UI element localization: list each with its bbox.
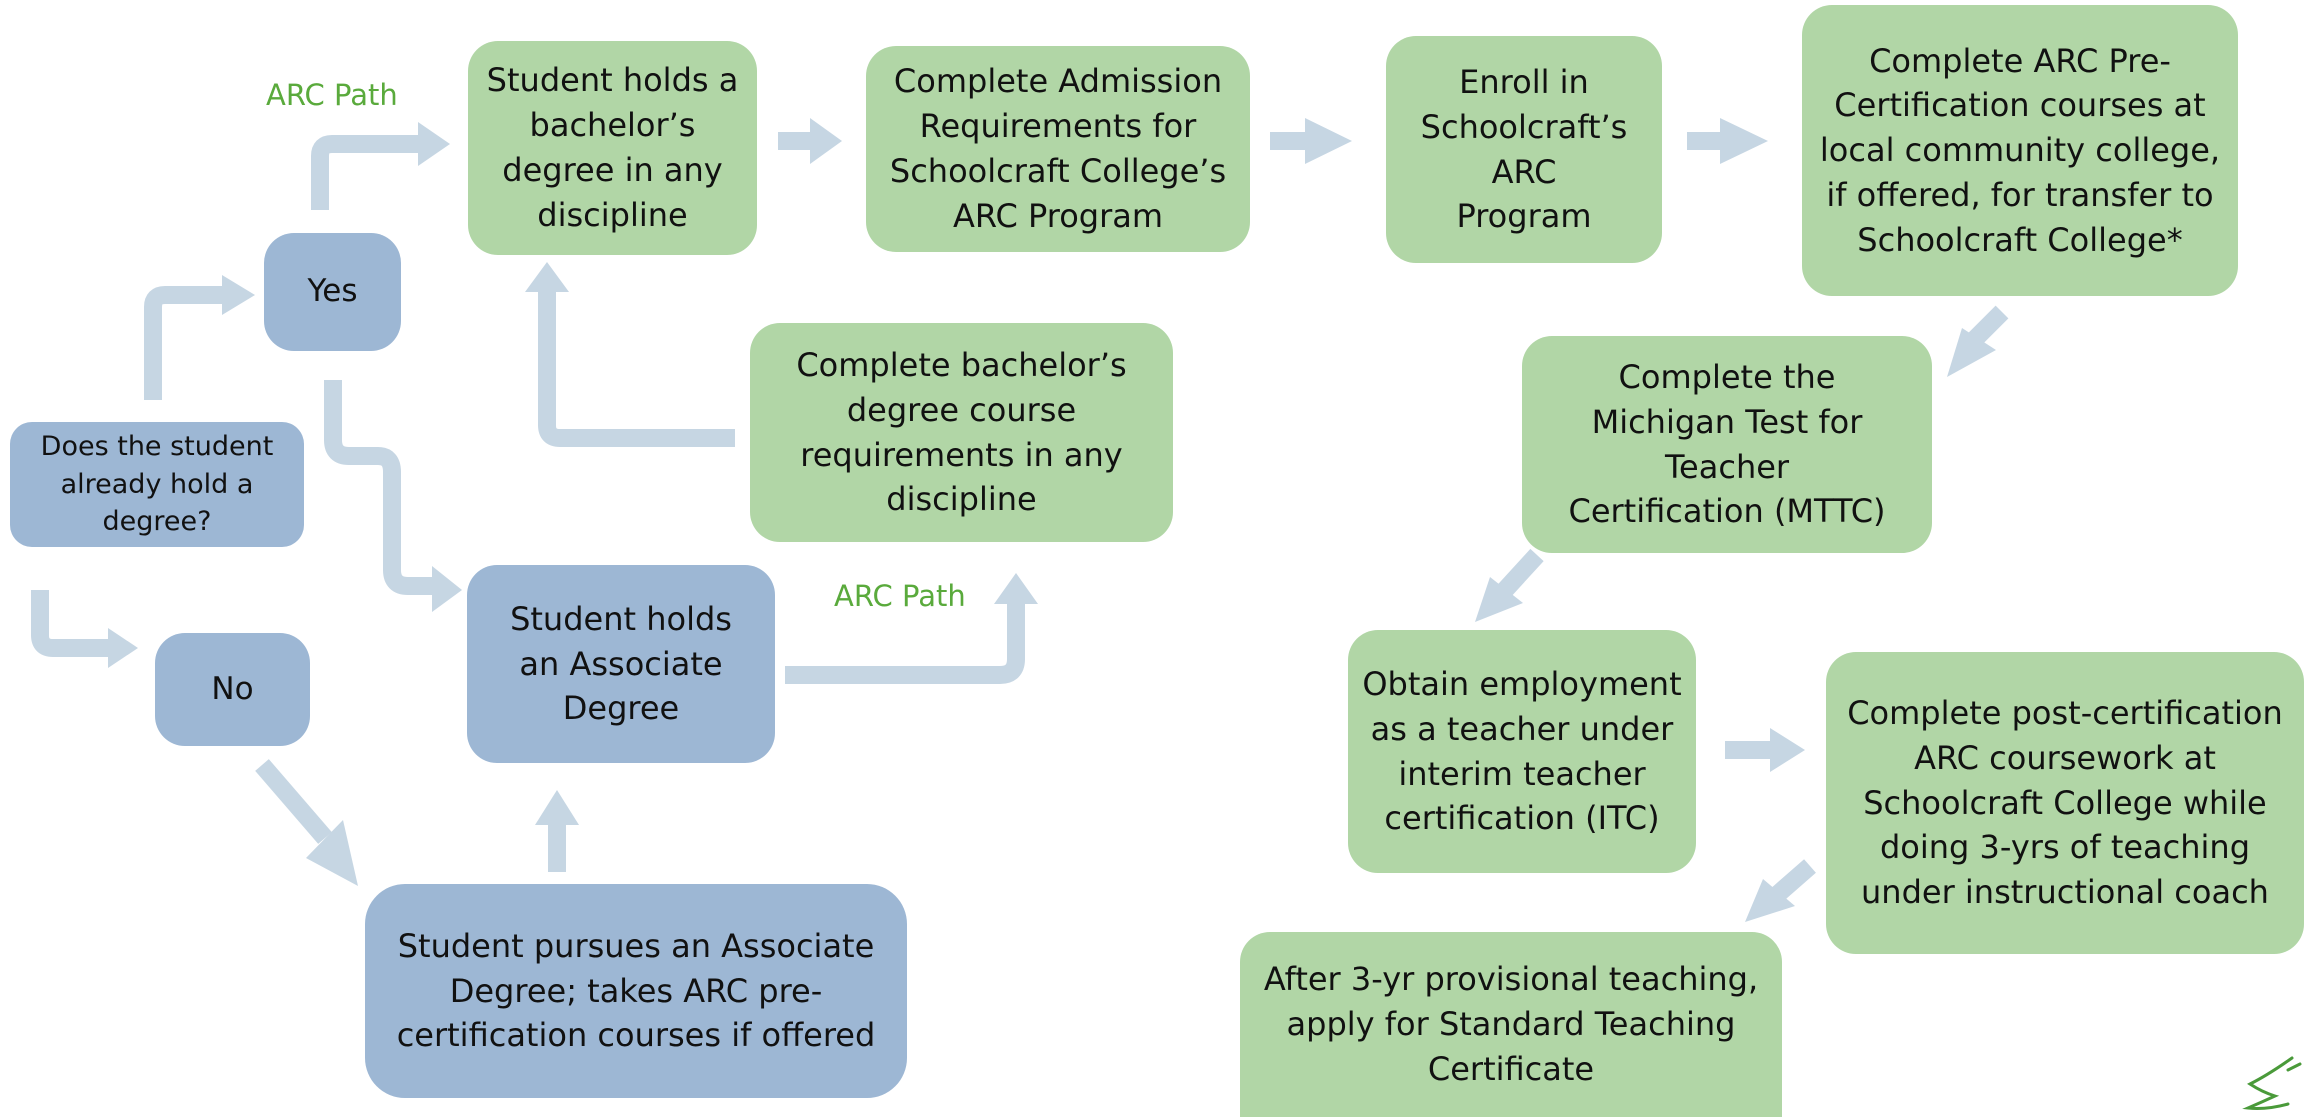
arrow-question-to-no [31, 590, 108, 657]
arrow-associate-to-bachelor-req [785, 604, 1025, 684]
arrowhead-bachelor-from-req [525, 262, 569, 292]
node-pursue-associate: Student pursues an Associate Degree; tak… [365, 884, 907, 1098]
node-admission: Complete Admission Requirements for Scho… [866, 46, 1250, 252]
node-question: Does the student already hold a degree? [10, 422, 304, 547]
arrowhead-mttc [1947, 328, 1996, 377]
node-pre-certification: Complete ARC Pre- Certification courses … [1802, 5, 2238, 296]
arc-path-label-top: ARC Path [266, 78, 398, 112]
node-holds-associate: Student holds an Associate Degree [467, 565, 775, 763]
node-mttc: Complete the Michigan Test for Teacher C… [1522, 336, 1932, 553]
arrowhead-employment [1475, 577, 1523, 622]
arrowhead-enroll [1305, 118, 1352, 164]
arrowhead-bachelor-req [994, 573, 1038, 604]
arrowhead-bachelor [418, 122, 450, 166]
arrow-precert-to-mttc [1965, 305, 2009, 349]
arrow-mttc-to-employment [1498, 548, 1544, 597]
arrow-postcert-to-standard [1772, 859, 1816, 901]
arrow-question-to-yes [144, 286, 222, 400]
arrow-yes-to-bachelor [311, 135, 418, 210]
arrowhead-yes [222, 275, 255, 315]
node-holds-bachelor: Student holds a bachelor’s degree in any… [468, 41, 757, 255]
corner-logo-mark [2242, 1056, 2302, 1110]
node-standard-certificate: After 3-yr provisional teaching, apply f… [1240, 932, 1782, 1117]
arrowhead-postcert [1770, 728, 1805, 772]
arrow-bachelor-req-to-bachelor [538, 292, 735, 447]
node-post-certification: Complete post-certification ARC coursewo… [1826, 652, 2304, 954]
arrowhead-admission [810, 118, 842, 164]
arrowhead-no [108, 628, 138, 668]
node-employment: Obtain employment as a teacher under int… [1348, 630, 1696, 873]
arrow-yes-to-associate [324, 380, 432, 595]
arrowhead-precert [1720, 118, 1768, 164]
node-enroll: Enroll in Schoolcraft’s ARC Program [1386, 36, 1662, 263]
node-yes: Yes [264, 233, 401, 351]
node-no: No [155, 633, 310, 746]
arc-path-label-mid: ARC Path [834, 579, 966, 613]
arrowhead-pursue [306, 820, 358, 886]
node-bachelor-requirements: Complete bachelor’s degree course requir… [750, 323, 1173, 542]
arrowhead-standard [1745, 879, 1795, 922]
arrowhead-associate [432, 566, 462, 612]
arrow-no-to-pursue [255, 759, 332, 844]
arrowhead-associate-up [535, 790, 579, 825]
